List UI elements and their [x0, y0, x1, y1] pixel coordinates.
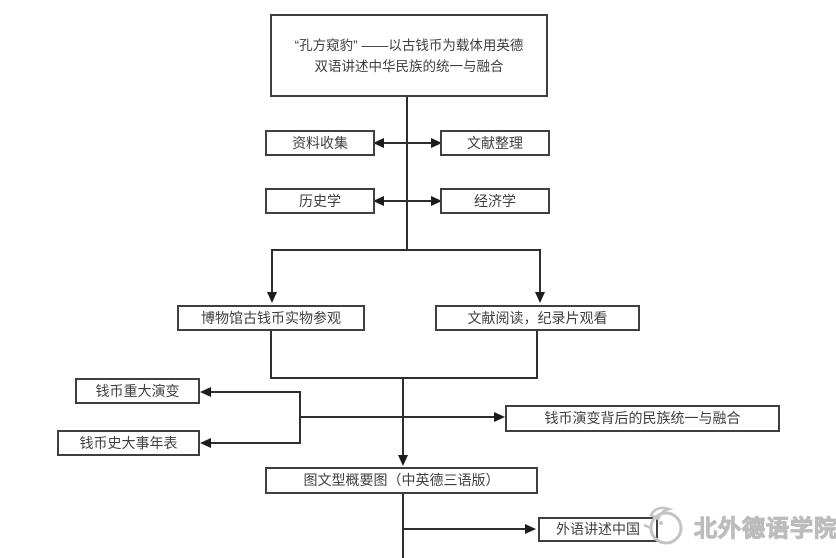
connector-split-right-drop: [539, 249, 541, 293]
project-title-line1: “孔方窥豹” ——以古钱币为载体用英德: [294, 37, 524, 53]
connector-split-bar: [271, 249, 541, 251]
connector-cross: [300, 416, 494, 418]
node-coin-history-chronology: 钱币史大事年表: [57, 430, 200, 456]
arrowhead-right-icon: [431, 196, 442, 206]
connector-merge-left-drop: [270, 331, 272, 378]
connector-bottom-branch: [402, 528, 527, 530]
connector-merge-bar: [270, 377, 538, 379]
project-title-line2: 双语讲述中华民族的统一与融合: [314, 58, 504, 74]
connector-split-left-drop: [271, 249, 273, 293]
node-telling-china-in-foreign-languages: 外语讲述中国: [538, 517, 658, 542]
arrowhead-right-icon: [494, 412, 505, 422]
connector-row2: [380, 200, 434, 202]
connector-bracket: [299, 391, 301, 444]
node-coin-major-evolution: 钱币重大演变: [75, 378, 200, 404]
connector-merge-right-drop: [536, 331, 538, 378]
node-national-unity-behind-coin-evolution: 钱币演变背后的民族统一与融合: [505, 405, 780, 432]
arrowhead-down-icon: [398, 455, 408, 466]
arrowhead-left-icon: [373, 196, 384, 206]
node-history-studies: 历史学: [265, 188, 375, 214]
node-museum-coin-visit: 博物馆古钱币实物参观: [177, 305, 365, 331]
connector-trunk-upper: [406, 97, 408, 250]
node-literature-organizing: 文献整理: [440, 130, 550, 156]
arrowhead-left-icon: [200, 438, 211, 448]
arrowhead-right-icon: [525, 524, 536, 534]
bird-logo-icon: [643, 506, 683, 545]
node-economics: 经济学: [440, 188, 550, 214]
node-data-collection: 资料收集: [265, 130, 375, 156]
connector-trunk-bottom: [402, 494, 404, 558]
connector-bracket-bottom: [210, 442, 300, 444]
node-project-title: “孔方窥豹” ——以古钱币为载体用英德 双语讲述中华民族的统一与融合: [270, 14, 548, 97]
arrowhead-right-icon: [431, 138, 442, 148]
arrowhead-left-icon: [200, 387, 211, 397]
arrowhead-down-icon: [535, 292, 545, 303]
node-trilingual-summary-diagram: 图文型概要图（中英德三语版）: [265, 467, 538, 494]
connector-row1: [380, 142, 434, 144]
arrowhead-left-icon: [373, 138, 384, 148]
watermark-text: 北外德语学院: [694, 515, 836, 542]
node-literature-reading-documentary: 文献阅读，纪录片观看: [435, 305, 640, 331]
arrowhead-down-icon: [267, 292, 277, 303]
connector-bracket-top: [210, 391, 300, 393]
